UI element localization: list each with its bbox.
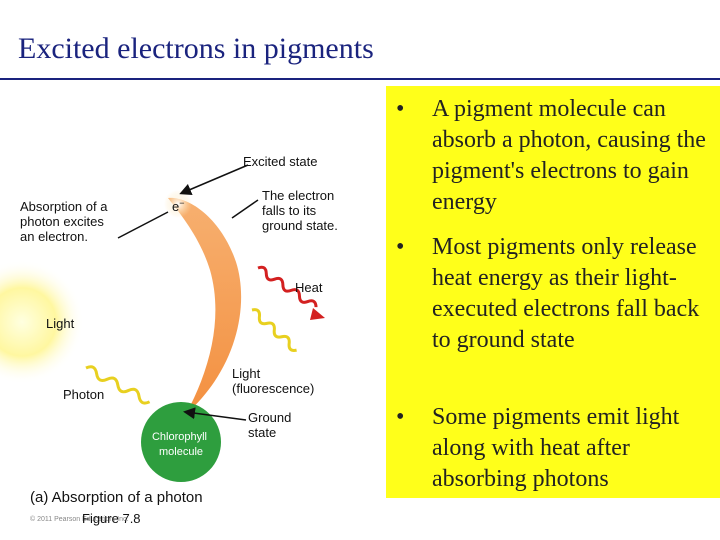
heat-wave (257, 265, 318, 308)
diagram-caption: (a) Absorption of a photon (30, 489, 203, 506)
bullet-marker: • (396, 96, 405, 122)
chlorophyll-molecule (141, 402, 221, 482)
heat-arrowhead (310, 308, 325, 320)
excited-state-glow (164, 190, 192, 218)
slide-title: Excited electrons in pigments (18, 32, 374, 65)
bullet-text: A pigment molecule can absorb a photon, … (432, 96, 706, 215)
ground-state-pointer (183, 407, 247, 421)
fluorescence-label: Light (fluorescence) (232, 366, 314, 396)
excited-state-label: Excited state (243, 154, 317, 169)
fluorescence-wave (251, 308, 297, 352)
copyright-notice: © 2011 Pearson Education, Inc. (30, 515, 128, 523)
figure-label: Figure 7.8 (82, 511, 141, 526)
incoming-light-wave (85, 365, 151, 405)
excitation-arc (168, 197, 242, 414)
bullet-marker: • (396, 404, 405, 430)
title-divider (0, 78, 720, 80)
falls-pointer (231, 199, 259, 219)
chlorophyll-label: Chlorophyll molecule (152, 431, 210, 458)
photon-label: Photon (63, 387, 104, 402)
absorption-label: Absorption of a photon excites an electr… (20, 199, 111, 244)
heat-label: Heat (295, 280, 323, 295)
bullet-panel: • A pigment molecule can absorb a photon… (386, 86, 720, 498)
photon-absorption-diagram: e− Excited state Absorption of a photon … (0, 154, 338, 526)
excited-state-pointer (179, 164, 249, 196)
bullet-text: Some pigments emit light along with heat… (432, 404, 680, 492)
electron-label: e− (172, 198, 185, 214)
bullet-text: Most pigments only release heat energy a… (432, 234, 700, 353)
ground-state-label: Ground state (248, 410, 295, 440)
light-source-glow (0, 260, 84, 384)
falls-label: The electron falls to its ground state. (262, 188, 338, 233)
light-label: Light (46, 316, 75, 331)
bullet-marker: • (396, 234, 405, 260)
absorption-pointer (117, 211, 169, 239)
